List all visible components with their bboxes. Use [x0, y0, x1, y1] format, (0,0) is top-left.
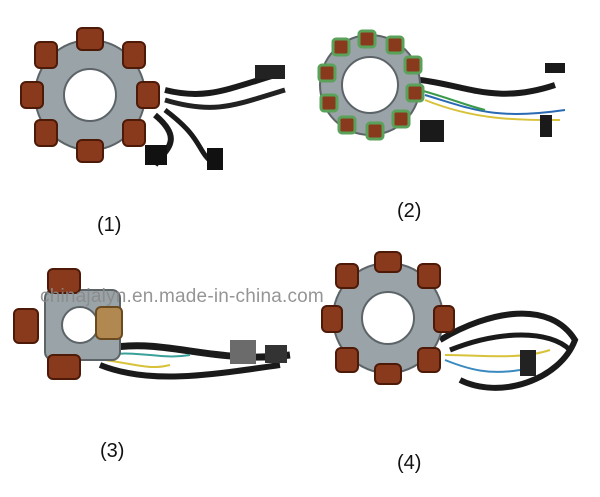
label-3: (3)	[100, 440, 125, 462]
label-1: (1)	[97, 214, 122, 236]
stator-photo-4	[320, 250, 590, 400]
stator-photo-1	[15, 20, 305, 190]
stator-photo-2	[315, 25, 585, 155]
label-2: (2)	[397, 200, 422, 222]
watermark-text: chinajalyn.en.made-in-china.com	[40, 286, 324, 307]
stator-photo-3	[10, 265, 300, 395]
label-4: (4)	[397, 452, 422, 474]
